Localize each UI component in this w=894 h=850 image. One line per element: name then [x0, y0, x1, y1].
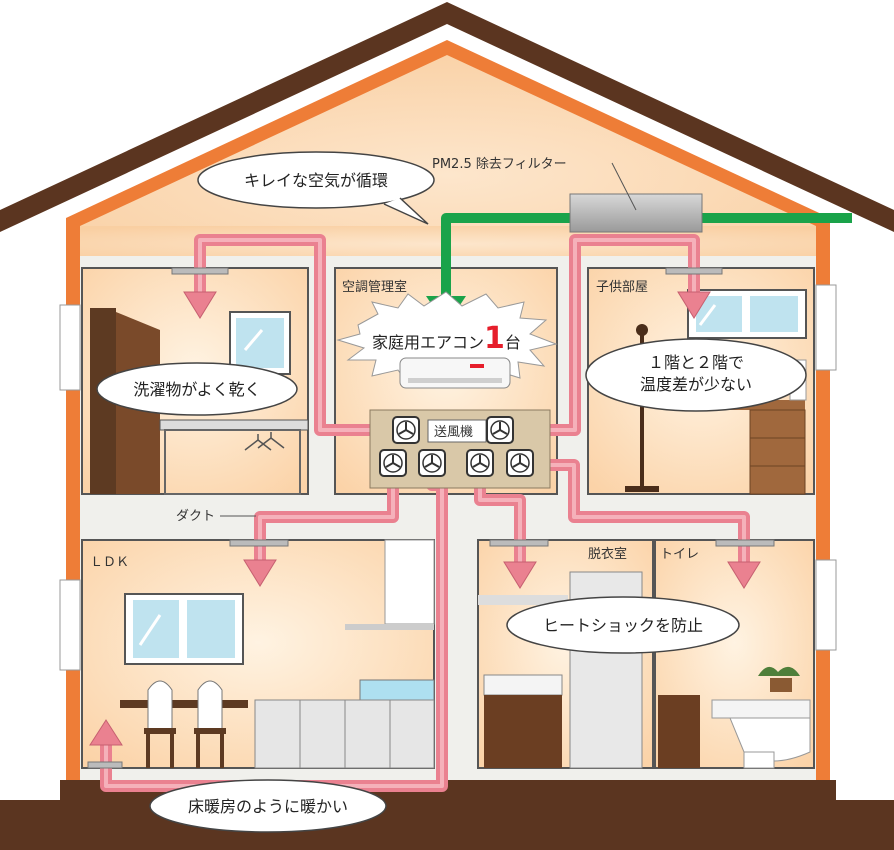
aircon-prefix: 家庭用エアコン: [372, 333, 484, 352]
blower-label: 送風機: [434, 425, 473, 440]
fan-icon: [486, 416, 514, 444]
bubble-laundry: 洗濯物がよく乾く: [96, 362, 298, 416]
kids-room-label: 子供部屋: [596, 280, 648, 295]
control-room-label: 空調管理室: [342, 279, 407, 295]
side-shutters: [59, 284, 837, 671]
bubble-floor-heating: 床暖房のように暖かい: [149, 779, 387, 833]
ldk-furniture: [120, 539, 435, 769]
fan-group: [379, 416, 534, 477]
filter-label: PM2.5 除去フィルター: [432, 157, 567, 172]
aircon-number: 1: [484, 321, 505, 356]
aircon-unit: [399, 357, 511, 389]
toilet-label: トイレ: [660, 547, 699, 562]
fan-icon: [466, 449, 494, 477]
bubble-temp-line1: １階と２階で: [648, 353, 744, 372]
duct-label: ダクト: [176, 509, 215, 524]
ldk-label: ＬＤＫ: [90, 555, 129, 570]
fresh-air-duct: [441, 213, 852, 298]
aircon-vent: [408, 378, 502, 383]
bubble-temp-line2: 温度差が少ない: [640, 375, 752, 394]
toilet-furniture: [658, 666, 811, 769]
dressing-room-label: 脱衣室: [588, 546, 627, 562]
fan-icon: [506, 449, 534, 477]
fan-icon: [418, 449, 446, 477]
laundry-furniture: [90, 308, 309, 495]
fan-icon: [392, 416, 420, 444]
fan-icon: [379, 449, 407, 477]
duct-arrows: [89, 291, 761, 746]
bubble-floor-heating-text: 床暖房のように暖かい: [188, 797, 348, 816]
duct-outlets: [87, 267, 775, 769]
pm25-filter: [569, 193, 703, 233]
aircon-indicator: [470, 364, 484, 368]
aircon-label: 家庭用エアコン1台: [372, 321, 521, 356]
bubble-clean-air-text: キレイな空気が循環: [244, 171, 388, 190]
ground: [0, 800, 894, 850]
bubble-laundry-text: 洗濯物がよく乾く: [133, 380, 260, 399]
bubble-temperature: １階と２階で 温度差が少ない: [585, 338, 807, 412]
filter-leader-line: [611, 162, 637, 211]
bubble-heat-shock: ヒートショックを防止: [506, 596, 740, 654]
aircon-suffix: 台: [505, 333, 521, 352]
bubble-heat-shock-text: ヒートショックを防止: [543, 616, 703, 635]
bubble-clean-air: キレイな空気が循環: [197, 151, 435, 225]
